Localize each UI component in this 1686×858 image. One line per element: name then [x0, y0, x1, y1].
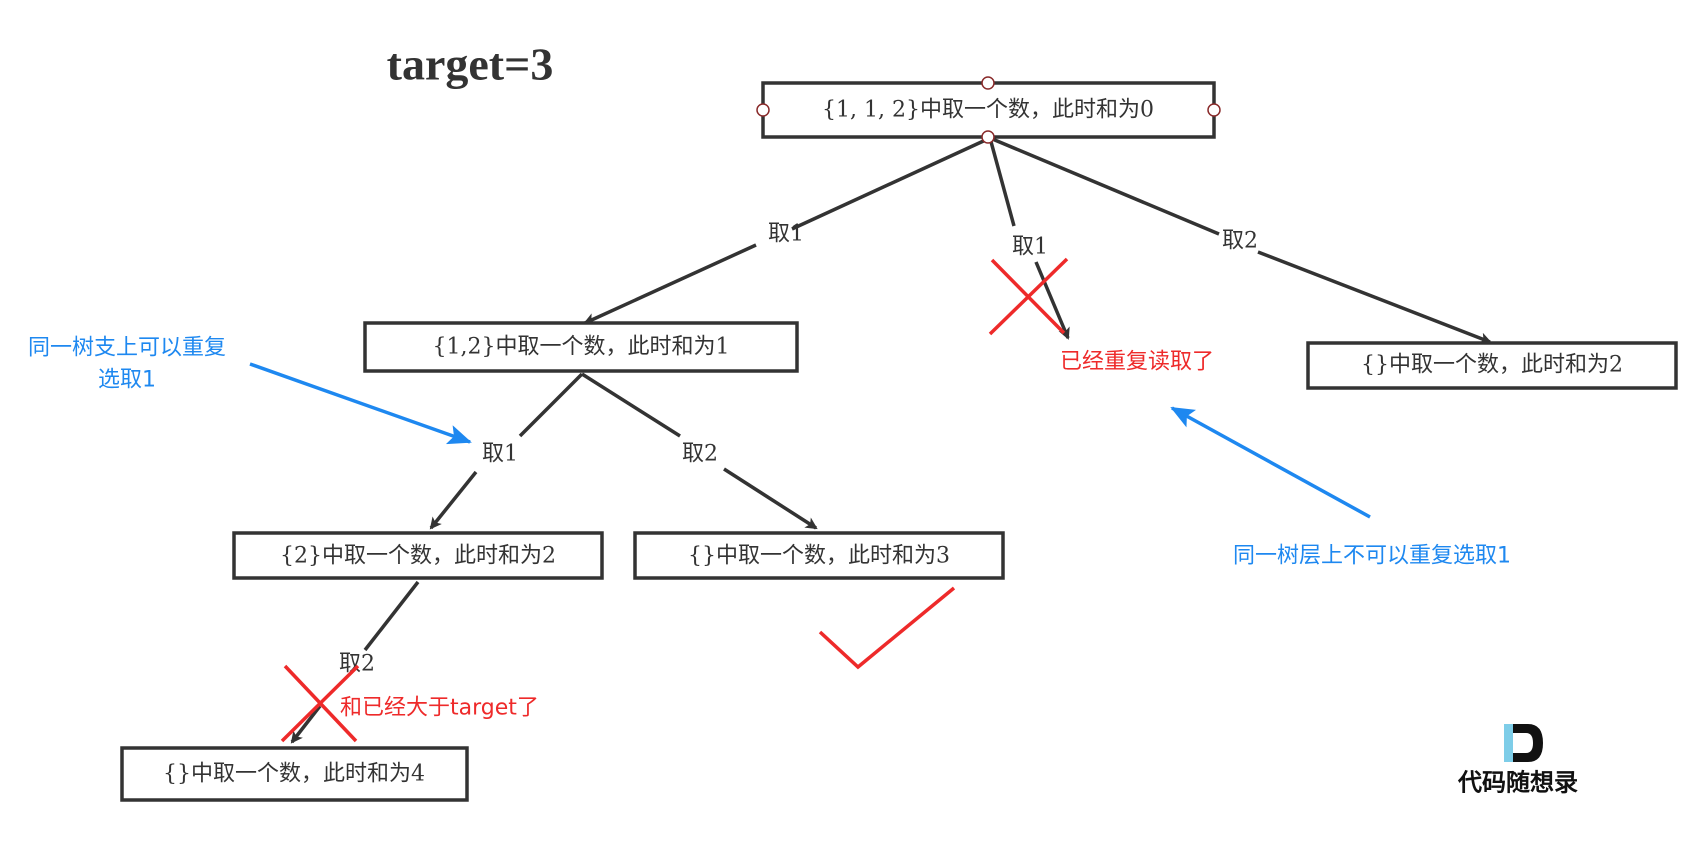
edge-label-n12-take2: 取2 [682, 442, 718, 467]
tree-edges [290, 136, 1492, 744]
node-sum4: {}中取一个数，此时和为4 [120, 746, 469, 802]
edge-label-root-dup-take1: 取1 [1012, 235, 1048, 260]
edge-label-root-take2: 取2 [1222, 229, 1258, 254]
edge-node-2-to-sum4 [363, 580, 420, 652]
valid-check-icon [818, 586, 956, 670]
node-root-handle-top [981, 76, 995, 90]
node-sum3: {}中取一个数，此时和为3 [633, 531, 1005, 580]
edge-root-to-node-1-2-lower [583, 243, 757, 325]
level-note-arrow [1170, 406, 1371, 519]
node-right-sum2-label: {}中取一个数，此时和为2 [1361, 353, 1623, 378]
edge-node-1-2-to-node-2 [518, 372, 584, 438]
node-1-2-label: {1,2}中取一个数，此时和为1 [433, 335, 730, 360]
node-root-label: {1, 1, 2}中取一个数，此时和为0 [822, 98, 1154, 123]
node-2: {2}中取一个数，此时和为2 [232, 531, 604, 580]
exceed-note: 和已经大于target了 [340, 696, 539, 721]
edge-root-duplicate [988, 137, 1016, 227]
edge-root-to-right [989, 136, 1220, 236]
edge-label-n2-take2: 取2 [339, 652, 375, 677]
logo-mark-d [1513, 724, 1543, 762]
node-root-handle-right [1207, 103, 1221, 117]
logo-text: 代码随想录 [1457, 768, 1578, 797]
edge-label-root-take1: 取1 [768, 222, 804, 247]
branch-note-line2: 选取1 [98, 368, 156, 393]
edge-label-n12-take1: 取1 [482, 442, 518, 467]
branch-note-arrow [249, 362, 472, 445]
branch-note-line1: 同一树支上可以重复 [28, 336, 226, 361]
exceed-cross-icon [280, 664, 360, 743]
diagram-title: target=3 [387, 39, 554, 90]
node-sum4-label: {}中取一个数，此时和为4 [163, 762, 425, 787]
duplicate-note: 已经重复读取了 [1060, 350, 1214, 375]
node-1-2: {1,2}中取一个数，此时和为1 [363, 321, 799, 373]
edge-root-to-right-lower [1257, 250, 1492, 344]
edge-root-to-node-1-2 [791, 136, 991, 231]
node-root-handle-left [756, 103, 770, 117]
brand-logo: 代码随想录 [1457, 724, 1578, 797]
node-2-label: {2}中取一个数，此时和为2 [280, 544, 556, 569]
node-root: {1, 1, 2}中取一个数，此时和为0 [756, 76, 1221, 144]
edge-node-1-2-to-sum3-lower [723, 467, 818, 530]
level-note: 同一树层上不可以重复选取1 [1233, 544, 1511, 569]
edge-node-2-to-sum4-lower [290, 704, 322, 744]
duplicate-cross-icon [988, 257, 1069, 336]
edge-root-duplicate-lower [1034, 261, 1070, 340]
logo-mark-bar [1504, 724, 1513, 762]
node-right-sum2: {}中取一个数，此时和为2 [1306, 341, 1678, 390]
node-sum3-label: {}中取一个数，此时和为3 [688, 544, 950, 569]
node-root-handle-bottom [981, 130, 995, 144]
edge-node-1-2-to-node-2-lower [429, 470, 478, 530]
edge-node-1-2-to-sum3 [581, 372, 681, 438]
